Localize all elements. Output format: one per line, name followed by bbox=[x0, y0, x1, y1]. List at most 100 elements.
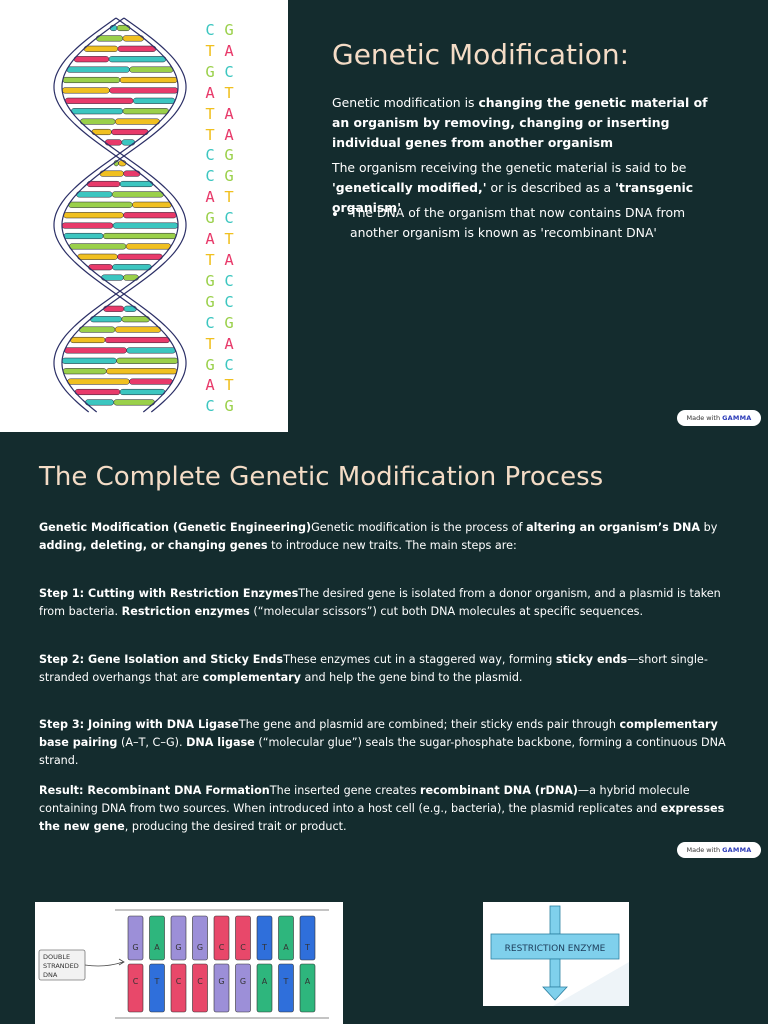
intro-paragraph: Genetic Modification (Genetic Engineerin… bbox=[39, 521, 718, 552]
helix-rung bbox=[122, 108, 170, 115]
helix-rung bbox=[85, 399, 115, 406]
enzyme-shaft-top bbox=[549, 905, 561, 935]
ds-bottom-base-letter: A bbox=[305, 977, 311, 986]
helix-rung bbox=[111, 191, 164, 198]
base-letter: C bbox=[205, 397, 215, 416]
helix-rung bbox=[63, 232, 104, 240]
restriction-enzyme-diagram: RESTRICTION ENZYME bbox=[483, 902, 629, 1006]
base-letter: T bbox=[205, 125, 215, 144]
ds-top-base-letter: G bbox=[197, 943, 203, 952]
ds-bottom-base-letter: G bbox=[218, 977, 224, 986]
enzyme-label-box bbox=[490, 933, 620, 960]
helix-rung bbox=[132, 97, 176, 104]
helix-rung bbox=[117, 45, 157, 52]
ds-bottom-base-letter: T bbox=[154, 977, 160, 986]
base-letter: T bbox=[224, 188, 234, 207]
ds-label-line-1: DOUBLE bbox=[43, 953, 70, 961]
helix-rung bbox=[70, 336, 106, 344]
base-letter: T bbox=[205, 334, 215, 353]
ds-bottom-base bbox=[213, 963, 230, 1013]
helix-rung bbox=[129, 66, 174, 73]
base-letter: C bbox=[224, 292, 234, 311]
slide-title: The Complete Genetic Modification Proces… bbox=[39, 462, 604, 492]
helix-rung bbox=[104, 336, 170, 344]
ds-top-base bbox=[256, 915, 273, 961]
helix-rung bbox=[61, 357, 117, 364]
ds-arrow-head bbox=[118, 958, 125, 966]
helix-rung bbox=[61, 222, 114, 229]
step-3-paragraph: Step 3: Joining with DNA LigaseThe gene … bbox=[39, 718, 726, 767]
ds-top-base bbox=[213, 915, 230, 961]
helix-rung bbox=[114, 118, 160, 125]
ds-bottom-base-letter: G bbox=[240, 977, 246, 986]
made-with-gamma-badge[interactable]: Made with GAMMA bbox=[677, 842, 761, 858]
helix-rung bbox=[80, 118, 116, 125]
helix-rung bbox=[116, 357, 179, 364]
helix-rung bbox=[76, 191, 113, 198]
helix-rung bbox=[66, 66, 130, 73]
helix-rung bbox=[113, 399, 155, 406]
base-letter: A bbox=[224, 104, 234, 123]
helix-rung bbox=[74, 388, 121, 396]
enzyme-shaft-bottom bbox=[549, 958, 561, 988]
restriction-enzyme-drawing: RESTRICTION ENZYME bbox=[490, 905, 629, 1006]
ds-bottom-base-letter: C bbox=[176, 977, 182, 986]
ds-top-base bbox=[192, 915, 208, 961]
helix-rung bbox=[126, 347, 176, 354]
step-1-paragraph: Step 1: Cutting with Restriction Enzymes… bbox=[39, 587, 721, 618]
helix-rung bbox=[83, 45, 119, 52]
ds-bottom-base bbox=[278, 963, 294, 1013]
base-letter: A bbox=[205, 376, 215, 395]
base-letter: T bbox=[224, 376, 234, 395]
helix-rung bbox=[68, 201, 133, 208]
ds-bottom-base-letter: C bbox=[197, 977, 203, 986]
base-letter: T bbox=[205, 250, 215, 269]
ds-bottom-base-letter: C bbox=[133, 977, 139, 986]
helix-rung bbox=[90, 316, 123, 323]
helix-rung bbox=[67, 378, 130, 385]
ds-top-base-letter: C bbox=[219, 943, 225, 952]
enzyme-label: RESTRICTION ENZYME bbox=[505, 944, 606, 954]
helix-rung bbox=[62, 368, 107, 375]
helix-rung bbox=[78, 326, 116, 333]
helix-rung bbox=[63, 212, 124, 219]
ds-bottom-base bbox=[127, 963, 144, 1013]
base-letter: A bbox=[224, 250, 234, 269]
helix-strand-a bbox=[61, 17, 187, 413]
enzyme-shadow bbox=[553, 962, 629, 1006]
base-letter: T bbox=[205, 104, 215, 123]
ds-top-base bbox=[235, 915, 251, 961]
helix-rung bbox=[119, 76, 178, 84]
base-letter: C bbox=[224, 62, 234, 81]
definition-paragraph: Genetic modification is changing the gen… bbox=[332, 95, 708, 150]
helix-rung bbox=[121, 316, 150, 323]
made-with-gamma-badge[interactable]: Made with GAMMA bbox=[677, 410, 761, 426]
ds-top-base-letter: A bbox=[154, 943, 160, 952]
step-2-paragraph: Step 2: Gene Isolation and Sticky EndsTh… bbox=[39, 653, 708, 684]
helix-rung bbox=[119, 388, 166, 396]
base-letter: T bbox=[224, 83, 234, 102]
helix-rung bbox=[62, 76, 121, 84]
helix-rung bbox=[102, 232, 177, 240]
helix-strand-b bbox=[61, 17, 187, 413]
helix-rung bbox=[112, 264, 152, 271]
bullet-dot bbox=[333, 212, 337, 216]
base-letter: G bbox=[224, 146, 234, 165]
helix-rung bbox=[114, 326, 162, 333]
ds-top-base-letter: G bbox=[175, 943, 181, 952]
ds-label-line-3: DNA bbox=[43, 971, 58, 979]
ds-top-base-letter: G bbox=[132, 943, 138, 952]
base-letter: A bbox=[224, 41, 234, 60]
helix-rung bbox=[61, 87, 110, 94]
ds-top-base bbox=[299, 915, 316, 961]
helix-rung bbox=[109, 87, 179, 94]
helix-rung bbox=[70, 108, 124, 115]
base-letter: A bbox=[224, 125, 234, 144]
helix-rung bbox=[73, 56, 110, 63]
result-paragraph: Result: Recombinant DNA FormationThe ins… bbox=[39, 784, 725, 833]
ds-bottom-base bbox=[192, 963, 208, 1013]
base-letter: G bbox=[205, 271, 215, 290]
